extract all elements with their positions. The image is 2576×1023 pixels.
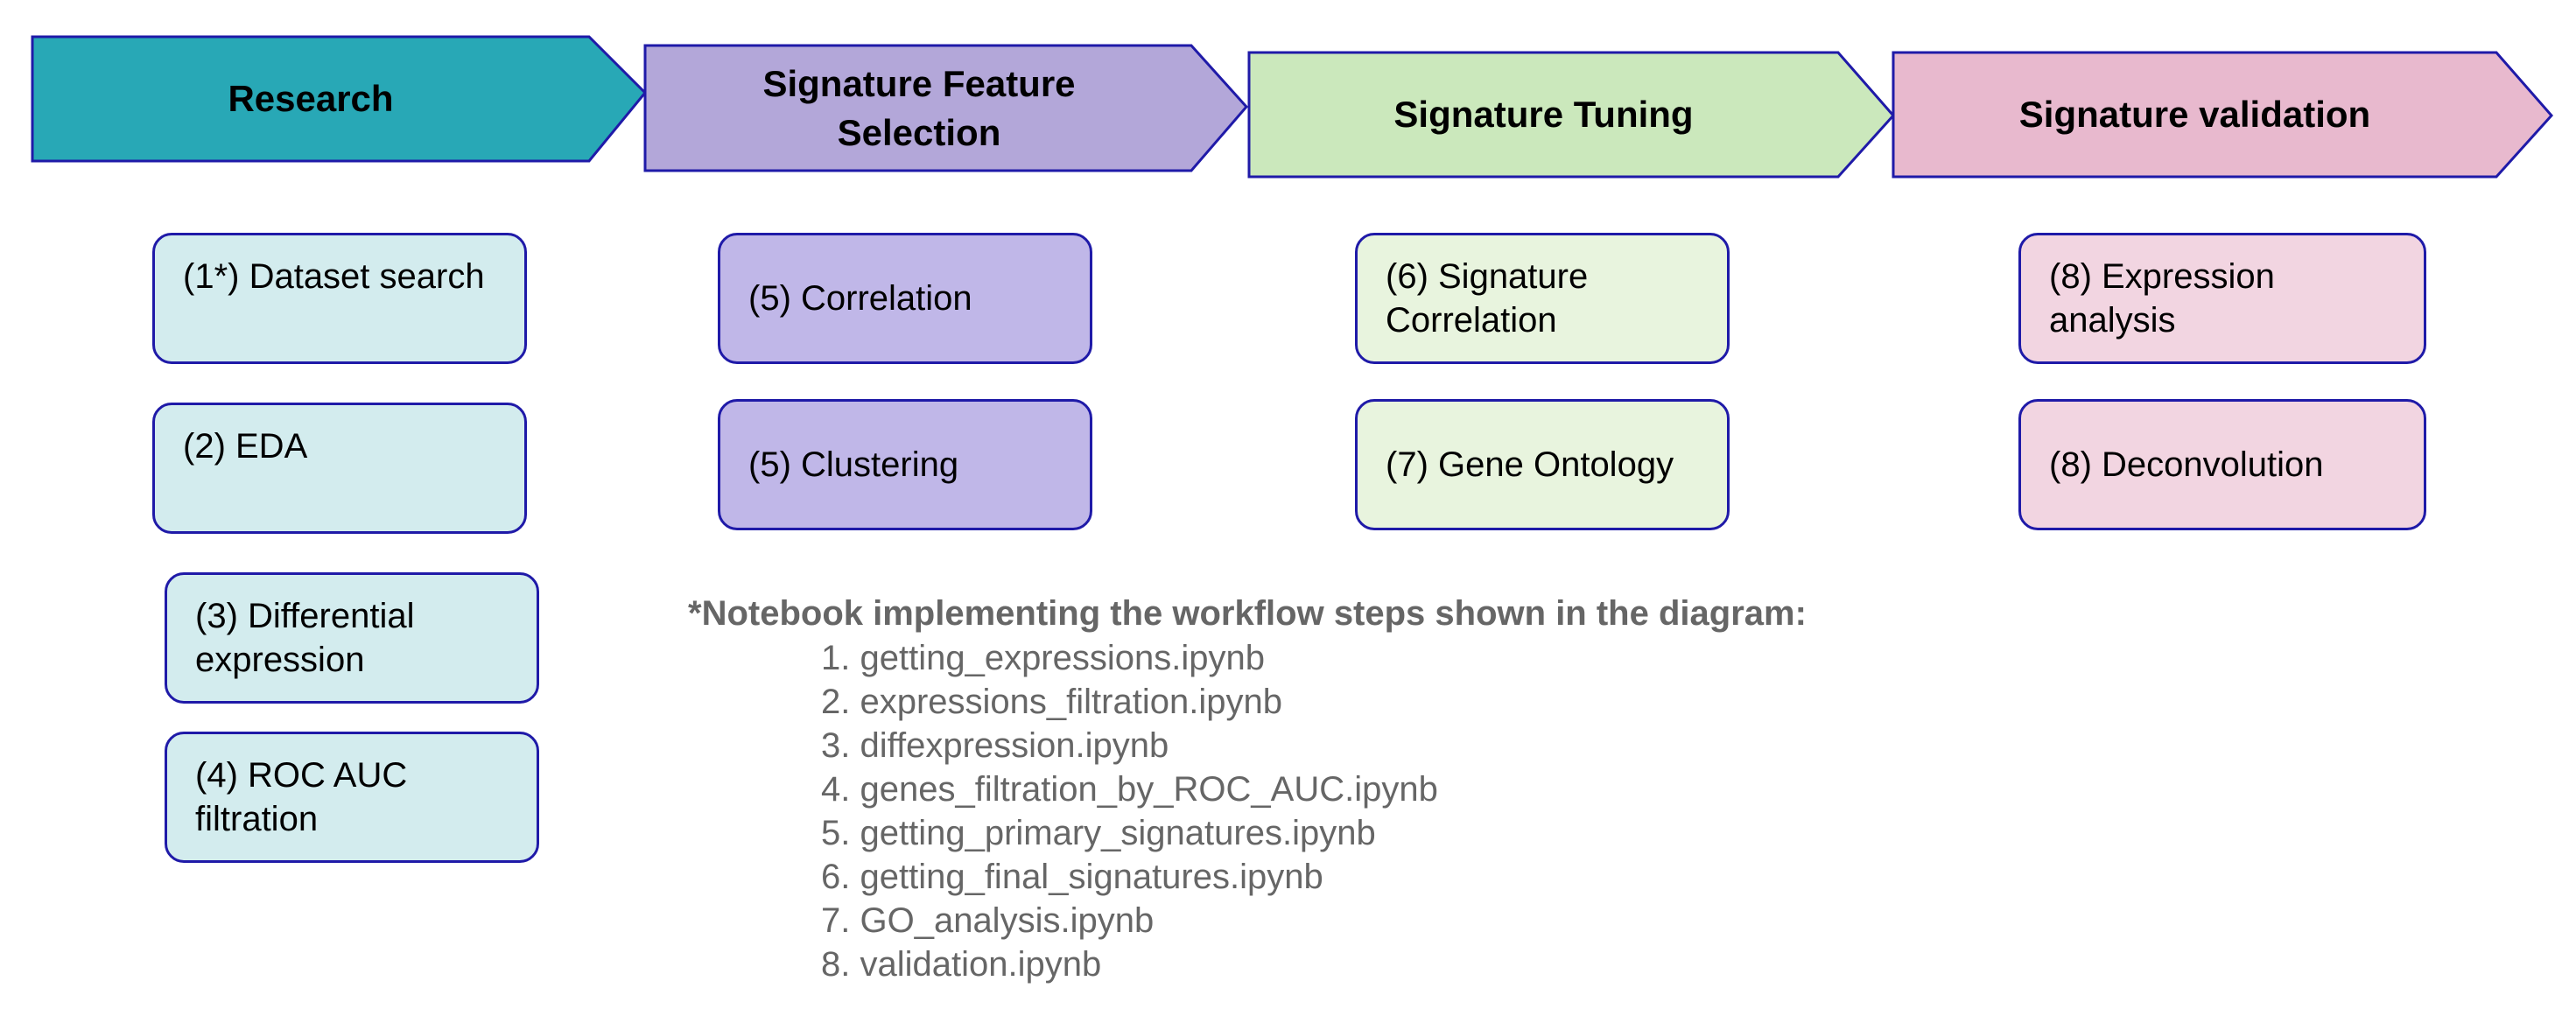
step-eda: (2) EDA [152,403,527,534]
step-roc-auc-filtration: (4) ROC AUC filtration [165,732,539,863]
phase-label-tuning: Signature Tuning [1393,94,1694,135]
notebook-item: 2. expressions_filtration.ipynb [821,683,1282,721]
step-expression-analysis: (8) Expression analysis [2018,233,2426,364]
notes-title: *Notebook implementing the workflow step… [688,594,1807,633]
step-correlation: (5) Correlation [718,233,1092,364]
phase-arrow-research [31,35,648,163]
notebook-list: 1. getting_expressions.ipynb 2. expressi… [688,636,1807,986]
notebook-item: 5. getting_primary_signatures.ipynb [821,814,1376,852]
notebook-item: 7. GO_analysis.ipynb [821,901,1155,940]
notebook-item: 8. validation.ipynb [821,945,1102,984]
notebook-notes: *Notebook implementing the workflow step… [688,591,1807,986]
step-dataset-search: (1*) Dataset search [152,233,527,364]
phase-label-validation: Signature validation [2018,94,2371,135]
notebook-item: 4. genes_filtration_by_ROC_AUC.ipynb [821,770,1438,809]
phase-arrows [31,35,2554,179]
notebook-item: 1. getting_expressions.ipynb [821,639,1265,677]
phase-label-research: Research [228,78,394,119]
notebook-item: 6. getting_final_signatures.ipynb [821,858,1323,896]
notebook-item: 3. diffexpression.ipynb [821,726,1169,765]
phase-arrow-feature-selection [643,44,1248,172]
step-gene-ontology: (7) Gene Ontology [1355,399,1730,530]
step-differential-expression: (3) Differential expression [165,572,539,704]
step-deconvolution: (8) Deconvolution [2018,399,2426,530]
step-clustering: (5) Clustering [718,399,1092,530]
phase-label-feature-selection: Signature Feature Selection [762,62,1076,153]
phase-arrow-tuning [1247,51,1896,179]
step-signature-correlation: (6) Signature Correlation [1355,233,1730,364]
phase-arrow-validation [1892,51,2554,179]
